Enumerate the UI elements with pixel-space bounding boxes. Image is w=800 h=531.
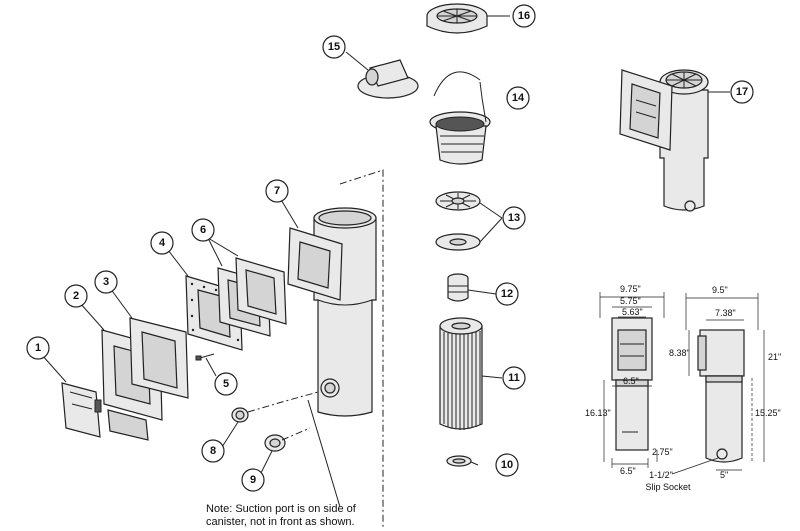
callout-badges: 1 2 3 4 5 6 7 8 9 10 11 12 13 14 15 16 1… (26, 4, 754, 492)
callout-15: 15 (322, 35, 346, 59)
part-8-fitting (231, 407, 249, 423)
leader-lines (41, 15, 730, 508)
note-line-2: canister, not in front as shown. (206, 516, 355, 528)
callout-10: 10 (495, 453, 519, 477)
dim-7-38: 7.38" (715, 308, 736, 318)
part-15-elbow-fitting (357, 59, 419, 99)
dim-9-5: 9.5" (712, 285, 728, 295)
svg-text:5: 5 (223, 378, 229, 390)
svg-text:8: 8 (210, 445, 216, 457)
suction-port-note: Note: Suction port is on side of caniste… (206, 503, 356, 529)
part-17-assembled-skimmer (619, 69, 709, 212)
callout-7: 7 (265, 179, 289, 203)
svg-text:11: 11 (508, 372, 520, 384)
part-6-gaskets (217, 257, 287, 337)
svg-text:12: 12 (501, 288, 513, 300)
callout-17: 17 (730, 80, 754, 104)
svg-text:13: 13 (508, 212, 520, 224)
svg-text:7: 7 (274, 185, 280, 197)
part-5-screw (199, 353, 215, 359)
callout-14: 14 (506, 86, 530, 110)
svg-text:14: 14 (512, 92, 525, 104)
callout-16: 16 (512, 4, 536, 28)
part-9-adapter (264, 434, 286, 452)
part-3-gasket-frame (129, 317, 189, 399)
dim-1-1-2: 1-1/2" (649, 470, 673, 480)
svg-text:1: 1 (35, 342, 41, 354)
screw-head (195, 355, 202, 361)
dim-9-75: 9.75" (620, 284, 641, 294)
dim-2-75: 2.75" (652, 447, 673, 457)
dim-8-38: 8.38" (669, 348, 690, 358)
svg-text:3: 3 (103, 276, 109, 288)
svg-text:17: 17 (736, 86, 748, 98)
front-dim-labels: 9.75" 5.75" 5.63" 6.5" 16.13" 6.5" 2.75" (585, 284, 673, 476)
svg-text:10: 10 (501, 459, 513, 471)
callout-6: 6 (191, 218, 215, 242)
svg-text:15: 15 (328, 41, 340, 53)
part-7-skimmer-body (287, 207, 377, 417)
dim-5: 5" (720, 470, 728, 480)
callout-9: 9 (241, 468, 265, 492)
part-12-connector (447, 273, 469, 302)
svg-text:16: 16 (518, 10, 530, 22)
assembly-lines (247, 169, 384, 528)
dim-6-5-top: 6.5" (623, 376, 639, 386)
svg-text:9: 9 (250, 474, 256, 486)
callout-12: 12 (495, 282, 519, 306)
part-10-o-ring (446, 455, 472, 467)
callout-11: 11 (502, 366, 526, 390)
callout-13: 13 (502, 206, 526, 230)
dim-21: 21" (768, 352, 781, 362)
svg-text:2: 2 (73, 290, 79, 302)
svg-text:6: 6 (200, 224, 206, 236)
dimension-front-view (599, 292, 665, 468)
callout-4: 4 (150, 231, 174, 255)
dim-6-5-base: 6.5" (620, 466, 636, 476)
slip-socket-leader (671, 457, 719, 475)
callout-2: 2 (64, 284, 88, 308)
side-dim-labels: 9.5" 7.38" 8.38" 21" 15.25" 5" 1-1/2" Sl… (645, 285, 781, 492)
callout-1: 1 (26, 336, 50, 360)
part-16-lid (426, 3, 488, 34)
dim-5-75: 5.75" (620, 296, 641, 306)
part-14-basket (429, 71, 491, 165)
dim-15-25: 15.25" (755, 408, 781, 418)
dim-5-63: 5.63" (622, 307, 643, 317)
callout-8: 8 (201, 439, 225, 463)
part-1-weir-door (61, 382, 149, 441)
callout-5: 5 (214, 372, 238, 396)
part-11-cartridge (439, 317, 483, 430)
slip-socket-label: Slip Socket (645, 482, 691, 492)
part-13-diffusers (435, 191, 481, 251)
svg-text:4: 4 (159, 237, 166, 249)
note-line-1: Note: Suction port is on side of (206, 503, 356, 515)
callout-3: 3 (94, 270, 118, 294)
dimension-side-view (685, 293, 765, 471)
dim-16-13: 16.13" (585, 408, 611, 418)
